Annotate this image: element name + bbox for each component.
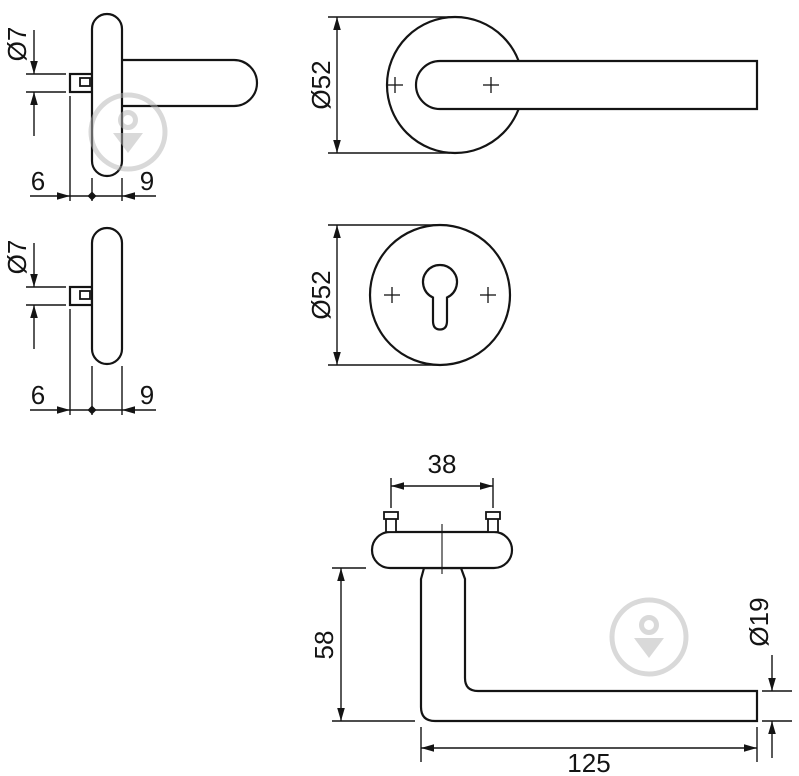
lever-profile [419, 566, 759, 723]
screw-right [485, 511, 501, 533]
dim-diamond [87, 405, 97, 415]
dim-label-offset: 6 [31, 166, 45, 196]
view-handle-front: Ø52 [306, 15, 759, 155]
view-escutcheon-side: Ø7 6 9 [2, 226, 156, 415]
dim-label-escutcheon-diameter: Ø52 [306, 270, 336, 319]
euro-cylinder-keyhole [421, 263, 459, 331]
screw-head [485, 511, 501, 520]
spindle-detail [79, 290, 91, 300]
view-handle-profile: 38 58 Ø19 125 [309, 449, 792, 776]
dim-label-rose-diameter: Ø52 [306, 60, 336, 109]
dim-height: 58 [309, 567, 415, 722]
view-handle-side: Ø7 6 9 [2, 12, 259, 201]
screw-left [383, 511, 399, 533]
screw-shank [487, 517, 499, 533]
dim-rose-diameter: Ø52 [306, 16, 450, 154]
center-mark-icon [387, 77, 403, 93]
dim-screw-spacing: 38 [390, 449, 494, 508]
spindle-detail [79, 77, 91, 87]
center-mark-icon [480, 287, 496, 303]
dim-label-thickness: 9 [140, 380, 154, 410]
center-mark-icon [483, 77, 499, 93]
dim-rose-offsets: 6 9 [30, 96, 156, 201]
lever-front [414, 59, 759, 111]
dim-rose-offsets: 6 9 [30, 309, 156, 415]
screw-head [383, 511, 399, 520]
dim-label-offset: 6 [31, 380, 45, 410]
dim-length: 125 [420, 727, 758, 776]
lever-side [103, 58, 259, 108]
dim-label-grip-diameter: Ø19 [744, 597, 774, 646]
dim-escutcheon-diameter: Ø52 [306, 224, 442, 366]
escutcheon-side-body [90, 226, 124, 366]
dim-diamond [87, 191, 97, 201]
dim-label-height: 58 [309, 631, 339, 660]
view-escutcheon-front: Ø52 [306, 223, 512, 367]
screw-shank [385, 517, 397, 533]
dim-spindle-diameter: Ø7 [2, 27, 66, 136]
dim-grip-diameter: Ø19 [744, 597, 792, 758]
dim-label-length: 125 [567, 748, 610, 776]
watermark-logo-icon [88, 92, 168, 172]
dim-label-thickness: 9 [140, 166, 154, 196]
dim-label-spindle-diameter: Ø7 [2, 240, 32, 275]
dim-spindle-diameter: Ø7 [2, 240, 66, 349]
watermark-logo-icon [609, 597, 689, 677]
dim-label-screw-spacing: 38 [428, 449, 457, 479]
dim-label-spindle-diameter: Ø7 [2, 27, 32, 62]
center-mark-icon [384, 287, 400, 303]
